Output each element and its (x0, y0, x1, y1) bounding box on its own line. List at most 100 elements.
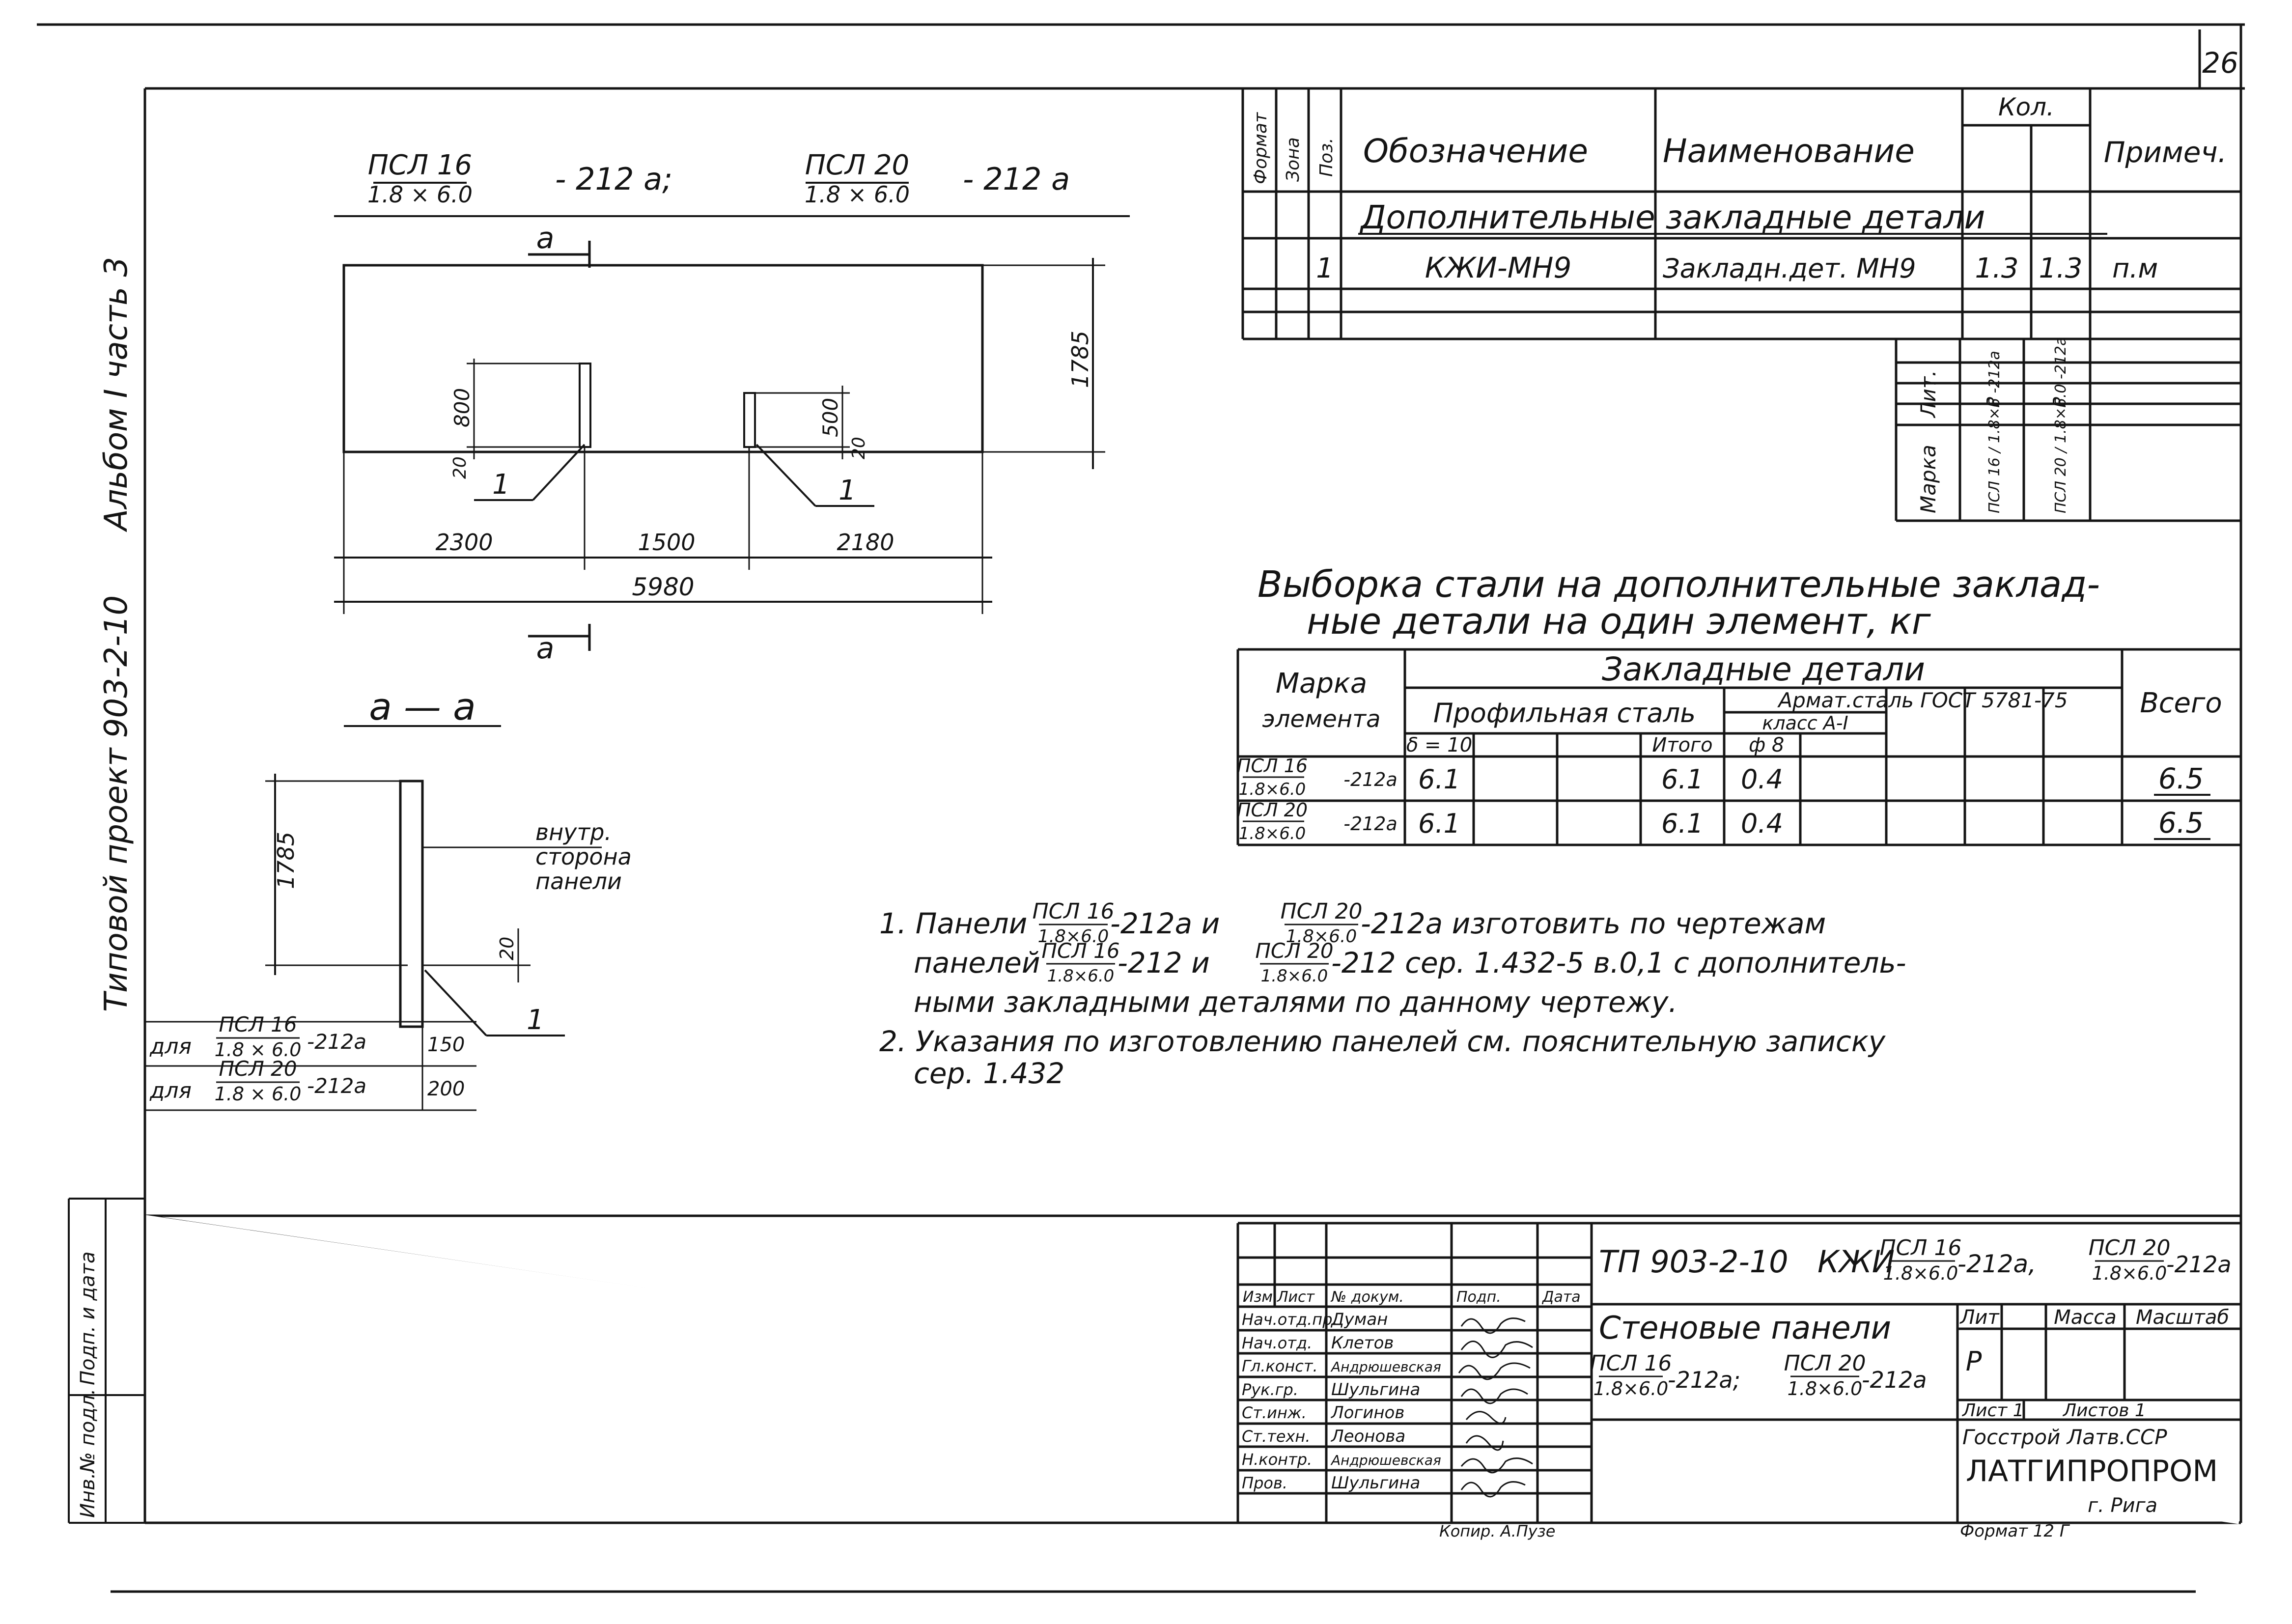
title2-num: ПСЛ 20 (805, 149, 909, 181)
note1-a-suf: -212а и (1110, 907, 1220, 940)
tb-role-1: Нач.отд. (1242, 1334, 1312, 1352)
steel-r2-den: 1.8×6.0 (1239, 824, 1306, 843)
spec-v-mark1-lit: Р (1984, 397, 2004, 408)
tb-name-b-den: 1.8×6.0 (1788, 1378, 1863, 1400)
steel-r1-total: 6.5 (2158, 762, 2204, 795)
spec-v-lit: Лит. (1916, 370, 1940, 419)
stamp-inv-label: Инв.№ подл. (77, 1389, 99, 1518)
title1-den: 1.8 × 6.0 (367, 181, 473, 208)
tb-name-6: Андрюшевская (1330, 1452, 1441, 1468)
tb-doc-a-den: 1.8×6.0 (1883, 1262, 1958, 1284)
title2-den: 1.8 × 6.0 (805, 181, 910, 208)
note1-lead: 1. Панели (879, 907, 1027, 940)
tb-stage-value: Р (1966, 1346, 1982, 1377)
tb-format: Формат 12 Г (1960, 1521, 2070, 1541)
spec-v-mark2-lit: Р (2050, 397, 2070, 408)
steel-h-rebar: Армат.сталь ГОСТ 5781-75 (1777, 688, 2068, 712)
panel-outline (342, 264, 984, 453)
callout-leader-right (755, 444, 816, 507)
stamp-sign-label: Подп. и дата (77, 1252, 99, 1385)
note1-a-den: 1.8×6.0 (1038, 926, 1109, 947)
note1-b-num: ПСЛ 20 (1281, 899, 1363, 924)
note2-a-num: ПСЛ 16 (1041, 939, 1119, 963)
tb-doc-b-den: 1.8×6.0 (2092, 1262, 2167, 1284)
tb-name-5: Леонова (1330, 1427, 1405, 1446)
tb-col-izm: Изм. (1243, 1288, 1278, 1306)
title-block-grid (1236, 1222, 2241, 1523)
dim-20b: 20 (849, 437, 869, 459)
steel-r1-den: 1.8×6.0 (1239, 780, 1306, 799)
for-row1-den: 1.8 × 6.0 (215, 1039, 302, 1061)
tb-col-date: Дата (1541, 1288, 1581, 1306)
spec-row-designation: КЖИ-МН9 (1425, 251, 1572, 284)
spec-row-note: п.м (2112, 253, 2158, 284)
tb-name-4: Логинов (1330, 1403, 1404, 1423)
steel-r1-suffix: -212а (1343, 769, 1398, 790)
tb-name-1: Клетов (1331, 1333, 1394, 1353)
spec-row-qty1: 1.3 (1975, 252, 2018, 284)
note2-a-den: 1.8×6.0 (1047, 966, 1115, 986)
project-label: Типовой проект 903-2-10 (98, 595, 135, 1012)
sect-callout: 1 (527, 1004, 544, 1036)
tb-doc-a-suf: -212а, (1957, 1250, 2036, 1278)
tb-name-line1: Стеновые панели (1599, 1310, 1891, 1346)
note2-lead: панелей (914, 946, 1040, 980)
for-row2-suffix: -212а (307, 1074, 366, 1098)
steel-r2-num: ПСЛ 20 (1237, 799, 1308, 821)
note2-b-suf: -212 сер. 1.432-5 в.0,1 с дополнитель- (1331, 946, 1906, 980)
sect-dim-height: 1785 (273, 832, 299, 889)
steel-r2-phi: 0.4 (1741, 808, 1783, 839)
tb-role-5: Ст.техн. (1242, 1427, 1311, 1446)
sect-dim-20: 20 (496, 937, 518, 960)
callout-right: 1 (839, 475, 856, 506)
spec-v-mark1: ПСЛ 16 / 1.8×6 -212а (1986, 351, 2003, 513)
title-block: Изм. Лист № докум. Подп. Дата Нач.отд.пр… (1242, 1235, 2232, 1541)
steel-r2-itogo: 6.1 (1661, 808, 1704, 839)
for-row2-prefix: для (149, 1078, 192, 1103)
steel-r2-total: 6.5 (2158, 806, 2204, 840)
tb-copied: Копир. А.Пузе (1439, 1522, 1555, 1540)
steel-table-grid (1236, 648, 2241, 846)
stamp-columns (68, 1198, 145, 1524)
tb-name-a-den: 1.8×6.0 (1593, 1378, 1669, 1400)
spec-v-marka: Марка (1916, 445, 1940, 513)
steel-r2-suffix: -212а (1343, 813, 1398, 835)
sect-callout-leader (424, 969, 487, 1036)
dim-20a: 20 (450, 456, 470, 479)
signatures (1458, 1317, 1533, 1498)
tb-role-0: Нач.отд.пр. (1242, 1310, 1338, 1329)
title1-suffix: - 212 а; (555, 161, 672, 197)
notes: 1. Панели ПСЛ 16 1.8×6.0 -212а и ПСЛ 20 … (879, 899, 1906, 1090)
spec-h-format: Формат (1251, 112, 1271, 184)
spec-v-mark2: ПСЛ 20 / 1.8×6.0 -212а (2052, 336, 2069, 513)
dim-800: 800 (450, 388, 474, 427)
tb-role-4: Ст.инж. (1242, 1403, 1307, 1422)
callout-leader-left (532, 444, 586, 501)
tb-org2: ЛАТГИПРОПРОМ (1966, 1454, 2218, 1488)
spec-h-zone: Зона (1283, 137, 1303, 182)
spec-h-designation: Обозначение (1363, 132, 1588, 170)
tb-doc-kzhi: КЖИ (1817, 1244, 1895, 1280)
tb-doc-a-num: ПСЛ 16 (1880, 1235, 1962, 1260)
album-label: Альбом I часть 3 (98, 257, 135, 532)
note1-a-num: ПСЛ 16 (1033, 899, 1115, 924)
tb-stage-head-scale: Масштаб (2136, 1306, 2229, 1329)
spec-section-title: Дополнительные закладные детали (1359, 198, 1985, 236)
tb-org1: Госстрой Латв.ССР (1962, 1425, 2167, 1449)
steel-h-profile: Профильная сталь (1433, 698, 1696, 728)
inner-side-3: панели (535, 868, 622, 895)
tb-stage-head-mass: Масса (2054, 1306, 2117, 1329)
callout-left: 1 (492, 469, 510, 501)
steel-r1-itogo: 6.1 (1661, 764, 1704, 795)
spec-row-pos: 1 (1316, 252, 1334, 284)
tb-role-7: Пров. (1242, 1474, 1287, 1492)
dim-2300: 2300 (435, 529, 493, 556)
section-marker-top: а (536, 221, 555, 255)
section-a-a: а — а 1785 20 внутр. сторона панели 1 дл… (145, 685, 632, 1111)
tb-name-7: Шульгина (1331, 1473, 1420, 1493)
dim-height: 1785 (1067, 331, 1093, 388)
frame-mask (145, 1215, 2239, 1524)
inner-side-1: внутр. (535, 819, 612, 845)
dim-5980: 5980 (632, 573, 694, 601)
